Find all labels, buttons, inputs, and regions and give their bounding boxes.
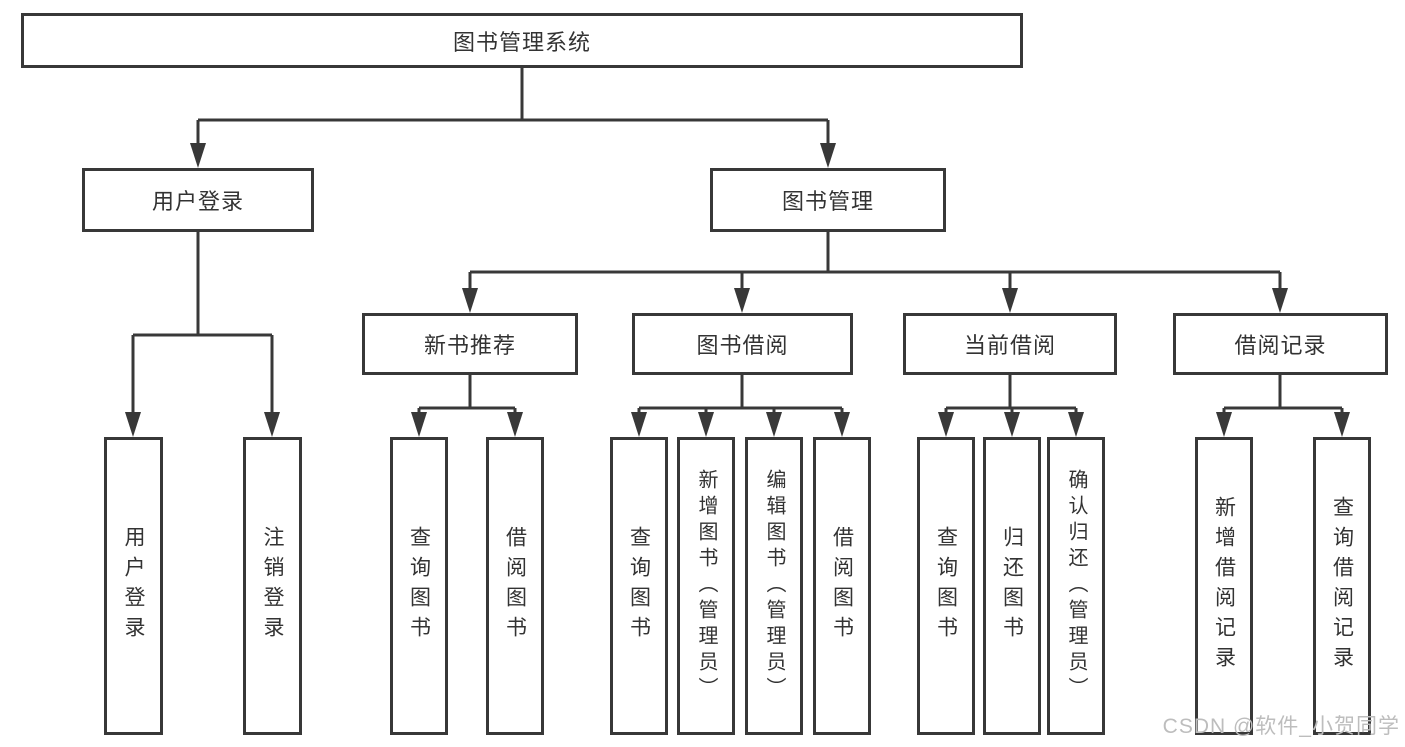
leaf-user-login: 用户登录 [104, 437, 163, 735]
leaf-add-book-admin: 新增图书（管理员） [677, 437, 735, 735]
leaf-edit-book-admin: 编辑图书（管理员） [745, 437, 803, 735]
leaf-query-books-current: 查询图书 [917, 437, 975, 735]
leaf-borrow-books-recommend: 借阅图书 [486, 437, 544, 735]
node-new-book-recommend: 新书推荐 [362, 313, 578, 375]
node-book-management: 图书管理 [710, 168, 946, 232]
node-library-system: 图书管理系统 [21, 13, 1023, 68]
leaf-confirm-return-admin: 确认归还（管理员） [1047, 437, 1105, 735]
node-user-login: 用户登录 [82, 168, 314, 232]
watermark: CSDN @软件_小贺同学 [1162, 715, 1400, 738]
leaf-borrow-books-borrowing: 借阅图书 [813, 437, 871, 735]
node-borrowing-records: 借阅记录 [1173, 313, 1388, 375]
leaf-logout: 注销登录 [243, 437, 302, 735]
node-current-borrowing: 当前借阅 [903, 313, 1117, 375]
leaf-return-book: 归还图书 [983, 437, 1041, 735]
leaf-query-books-recommend: 查询图书 [390, 437, 448, 735]
leaf-query-borrow-record: 查询借阅记录 [1313, 437, 1371, 735]
node-book-borrowing: 图书借阅 [632, 313, 853, 375]
leaf-query-books-borrowing: 查询图书 [610, 437, 668, 735]
leaf-add-borrow-record: 新增借阅记录 [1195, 437, 1253, 735]
